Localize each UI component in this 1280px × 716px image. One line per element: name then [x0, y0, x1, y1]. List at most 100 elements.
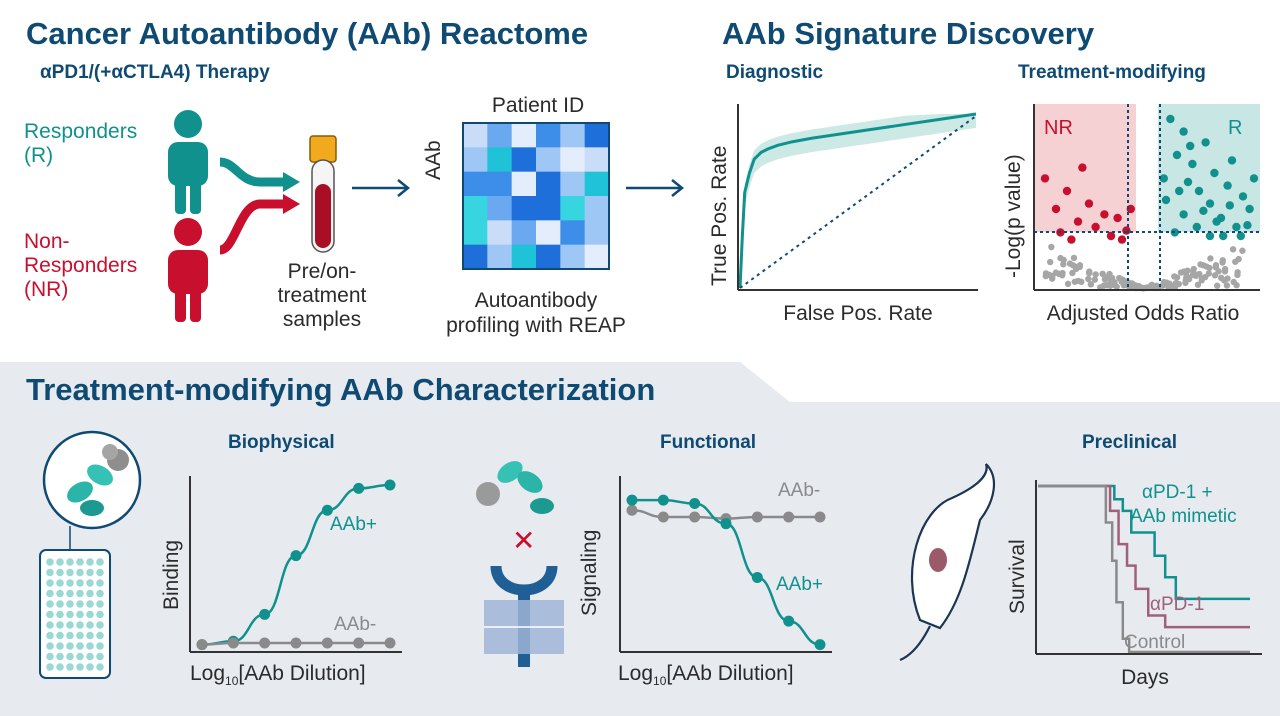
volcano-point-nr	[1051, 204, 1061, 214]
heatmap-cell	[511, 123, 537, 148]
dose-point	[626, 504, 638, 516]
plate-well	[96, 652, 104, 661]
mouse-icon	[899, 463, 995, 662]
plate-well	[56, 631, 64, 640]
volcano-point-ns	[1171, 273, 1178, 280]
nonresponders-label: Non- Responders (NR)	[24, 230, 138, 301]
plate-well	[86, 600, 94, 608]
volcano-point-ns	[1046, 258, 1054, 266]
dose-point	[783, 511, 795, 523]
patient-flow-graphic	[168, 110, 337, 322]
dose-point	[196, 639, 208, 651]
roc-ylabel: True Pos. Rate	[708, 145, 731, 286]
volcano-point-r	[1175, 186, 1184, 196]
volcano-point-r	[1192, 222, 1201, 232]
functional-aab-minus-label: AAb-	[778, 480, 820, 501]
heatmap-cell	[560, 220, 586, 246]
plate-well	[76, 558, 84, 566]
heatmap-cell	[584, 147, 610, 173]
dose-point	[353, 482, 365, 494]
plate-well	[76, 568, 84, 577]
plate-well	[46, 631, 54, 640]
volcano-point-ns	[1229, 246, 1237, 253]
survival-xlabel: Days	[1121, 666, 1169, 689]
plate-well	[96, 621, 104, 629]
volcano-point-ns	[1064, 280, 1072, 288]
volcano-point-nr	[1117, 235, 1127, 244]
volcano-point-r	[1245, 204, 1254, 214]
volcano-point-ns	[1233, 282, 1240, 289]
heatmap-cell	[584, 220, 610, 246]
volcano-point-ns	[1221, 268, 1229, 275]
plate-well	[66, 631, 74, 640]
plate-well	[46, 579, 54, 587]
functional-chart: AAb- AAb+	[619, 476, 832, 653]
plate-well	[56, 600, 64, 608]
volcano-point-nr	[1078, 163, 1087, 172]
volcano-point-ns	[1200, 262, 1207, 269]
volcano-point-r	[1225, 201, 1234, 210]
receptor-icon	[490, 565, 558, 596]
volcano-point-nr	[1091, 222, 1100, 232]
dose-point	[751, 511, 763, 523]
volcano-r-label: R	[1228, 117, 1242, 139]
volcano-point-ns	[1160, 278, 1168, 286]
heatmap-cell	[487, 220, 513, 246]
volcano-point-r	[1236, 231, 1245, 241]
survival-curve	[1038, 484, 1250, 629]
plate-well	[66, 568, 74, 577]
plate-well	[86, 621, 94, 629]
heatmap-cell	[536, 123, 561, 148]
volcano-point-ns	[1232, 258, 1239, 265]
plate-well	[46, 589, 54, 598]
plate-well	[96, 568, 104, 577]
volcano-point-ns	[1223, 282, 1231, 289]
plate-well	[46, 558, 54, 566]
plate-well	[46, 621, 54, 629]
plate-well	[56, 663, 64, 671]
heatmap-cell	[487, 123, 513, 148]
heatmap-cell	[463, 220, 488, 246]
characterization-title: Treatment-modifying AAb Characterization	[26, 372, 656, 407]
volcano-point-ns	[1182, 277, 1190, 284]
plate-well	[46, 600, 54, 608]
heatmap-cell	[536, 147, 561, 173]
volcano-point-ns	[1219, 257, 1226, 264]
volcano-chart: NR R	[1033, 104, 1260, 292]
heatmap-cell	[463, 147, 488, 173]
volcano-point-ns	[1091, 276, 1099, 283]
volcano-point-r	[1201, 138, 1210, 147]
volcano-point-ns	[1177, 269, 1185, 276]
biophysical-xlabel: Log10[AAb Dilution]	[190, 662, 366, 689]
volcano-point-ns	[1202, 273, 1209, 281]
antibody-plate-graphic	[39, 430, 142, 679]
volcano-point-r	[1194, 186, 1204, 196]
dose-point	[259, 608, 271, 620]
dose-point	[321, 504, 333, 516]
volcano-point-ns	[1118, 278, 1125, 285]
volcano-point-nr	[1113, 213, 1122, 223]
volcano-point-ns	[1107, 279, 1115, 286]
responder-arrow	[219, 157, 285, 187]
volcano-point-ns	[1196, 270, 1203, 278]
volcano-point-r	[1161, 195, 1171, 205]
volcano-point-ns	[1069, 269, 1076, 277]
plate-well	[76, 579, 84, 587]
volcano-point-r	[1183, 177, 1193, 187]
volcano-point-ns	[1092, 271, 1099, 278]
nonresponder-person-icon	[168, 218, 208, 322]
volcano-point-ns	[1042, 272, 1049, 280]
biophysical-chart: AAb+ AAb-	[189, 476, 402, 653]
survival-chart: αPD-1 + AAb mimetic αPD-1 Control	[1035, 480, 1262, 655]
plate-well	[56, 610, 64, 619]
plate-well	[86, 579, 94, 587]
volcano-point-nr	[1084, 199, 1094, 208]
dose-point	[720, 518, 732, 530]
plate-well	[66, 558, 74, 566]
characterization-panel-background	[0, 362, 1280, 716]
arrow-to-heatmap	[352, 179, 411, 197]
volcano-point-ns	[1059, 269, 1066, 277]
volcano-point-r	[1199, 206, 1208, 215]
plate-well	[76, 631, 84, 640]
plate-well	[76, 589, 84, 598]
